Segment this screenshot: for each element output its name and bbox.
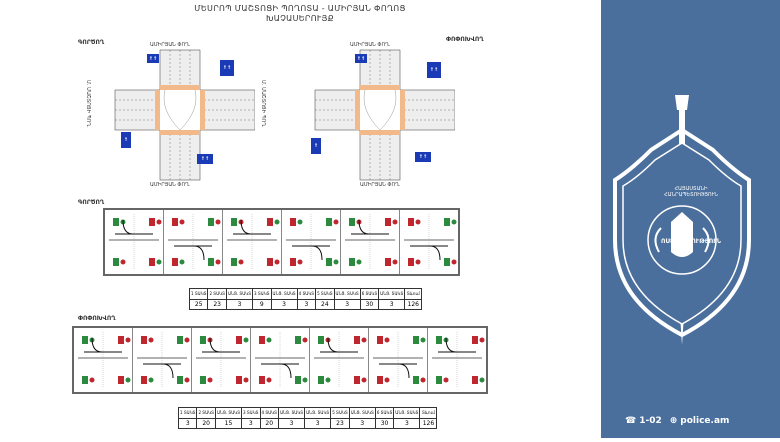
table-header-cell: Տևում [404,288,423,300]
table-value-cell: 3 [393,418,421,429]
phase-diagram [282,210,341,274]
intersection-map-left [114,49,256,181]
page-title: ՄԵՍՐՈՊ ՄԱՇՏՈՑԻ ՊՈՂՈՏԱ - ԱՄԻՐՅԱՆ ՓՈՂՈՑ ԽԱ… [150,4,450,24]
phase-diagram [341,210,400,274]
document-page: ՄԵՍՐՈՊ ՄԱՇՏՈՑԻ ՊՈՂՈՏԱ - ԱՄԻՐՅԱՆ ՓՈՂՈՑ ԽԱ… [72,4,488,429]
phase-diagram [105,210,164,274]
police-side-panel: ՀԱՅԱՍՏԱՆԻ ՀԱՆՐԱՊԵՏՈՒԹՅՈՒՆ ՈՍՏԻԿԱՆՈՒԹՅՈՒՆ [601,0,780,438]
table-value-cell: 20 [196,418,216,429]
globe-icon: ⊕ [669,416,678,426]
table-header-cell: ԱՆՑ. ՏԱԿՏ [225,288,254,300]
phase-diagram [192,328,251,392]
intersection-map-right [314,49,456,181]
lane-sign-icon: ↑ [121,132,131,148]
table-value-cell: 30 [374,418,395,429]
title-line-2: ԽԱՉԱՍԵՐՈՒՅՔ [266,14,334,23]
table-value-cell: 3 [270,299,298,310]
table-header-cell: 2 ՏԱԿՏ [207,288,227,300]
phase-diagram [251,328,310,392]
table-value-cell: 20 [259,418,279,429]
phase-diagram [428,328,486,392]
police-emblem-icon [613,95,751,345]
phase-diagrams-2 [72,326,488,394]
table-header-cell: 2 ՏԱԿՏ [196,407,216,419]
table-value-cell: 23 [330,418,350,429]
table-header-cell: 4 ՏԱԿՏ [259,407,279,419]
left-diagram-label: ԳՈՐԾՈՂ [78,39,105,46]
table-value-cell: 24 [315,299,335,310]
table-header-cell: Տևում [419,407,438,419]
lane-sign-icon: ↑ [311,138,321,154]
table-header-cell: ԱՆՑ. ՏԱԿՏ [270,288,298,300]
table-header-cell: 5 ՏԱԿՏ [315,288,335,300]
intersection-diagram-left: ↑↑ ↑↑ ↑ ↑↑ ԱՄԻՐՅԱՆ ՓՈՂ. ԱՄԻՐՅԱՆ ՓՈՂ. [105,40,256,190]
table-header-cell: ԱՆՑ. ՏԱԿՏ [393,407,421,419]
lane-sign-icon: ↑↑ [220,60,234,76]
table-header-cell: ԱՆՑ. ՏԱԿՏ [348,407,376,419]
table-header-cell: ԱՆՑ. ՏԱԿՏ [304,407,332,419]
road-label-left: Մ. ՄԱՇՏՈՑԻ ՊՈՂ. [85,80,91,128]
table-header-cell: 6 ՏԱԿՏ [374,407,395,419]
lane-sign-icon: ↑↑ [197,154,213,164]
table-header-cell: 1 ՏԱԿՏ [188,288,209,300]
phase-diagram [369,328,428,392]
phases-1-label: ԳՈՐԾՈՂ [78,199,105,206]
emblem-text-bottom: ՈՍՏԻԿԱՆՈՒԹՅՈՒՆ [661,238,721,245]
lane-sign-icon: ↑↑ [427,62,441,78]
road-label-top: ԱՄԻՐՅԱՆ ՓՈՂ. [350,42,391,48]
table-header-cell: 4 ՏԱԿՏ [296,288,317,300]
table-value-cell: 3 [378,299,406,310]
table-value-cell: 3 [177,418,198,429]
table-value-cell: 23 [207,299,227,310]
lane-sign-icon: ↑↑ [415,152,431,162]
table-header-cell: 3 ՏԱԿՏ [252,288,272,300]
table-value-cell: 9 [252,299,272,310]
footer: ☎1-02 ⊕police.am [625,416,729,426]
table-value-cell: 3 [241,418,261,429]
phase-diagram [164,210,223,274]
phase-diagrams-1 [103,208,460,276]
table-value-cell: 3 [333,299,361,310]
table-header-cell: 5 ՏԱԿՏ [330,407,350,419]
table-value-cell: 3 [277,418,306,429]
table-header-cell: 1 ՏԱԿՏ [177,407,198,419]
table-value-cell: 126 [419,418,438,429]
footer-phone[interactable]: ☎1-02 [625,416,662,426]
table-value-cell: 3 [225,299,254,310]
phase-diagram [133,328,192,392]
table-value-cell: 3 [348,418,376,429]
phase-diagram [400,210,458,274]
title-line-1: ՄԵՍՐՈՊ ՄԱՇՏՈՑԻ ՊՈՂՈՏԱ - ԱՄԻՐՅԱՆ ՓՈՂՈՑ [194,4,406,13]
footer-website[interactable]: ⊕police.am [669,416,730,426]
lane-sign-icon: ↑↑ [147,54,159,63]
road-label-top: ԱՄԻՐՅԱՆ ՓՈՂ. [150,42,191,48]
road-label-right: Մ. ՄԱՇՏՈՑԻ ՊՈՂ. [260,80,266,128]
right-diagram-label: ՓՈՓՈԽՎՈՂ [446,36,484,43]
table-header-cell: ԱՆՑ. ՏԱԿՏ [277,407,306,419]
table-header-cell: ԱՆՑ. ՏԱԿՏ [214,407,243,419]
table-header-cell: 3 ՏԱԿՏ [241,407,261,419]
table-header-cell: ԱՆՑ. ՏԱԿՏ [333,288,361,300]
table-header-cell: 6 ՏԱԿՏ [359,288,380,300]
road-label-bottom: ԱՄԻՐՅԱՆ ՓՈՂ. [150,182,191,188]
lane-sign-icon: ↑↑ [355,54,367,63]
phase-diagram [223,210,282,274]
table-value-cell: 3 [304,418,332,429]
phase-diagram [74,328,133,392]
phase-diagram [310,328,369,392]
table-value-cell: 30 [359,299,380,310]
road-label-bottom: ԱՄԻՐՅԱՆ ՓՈՂ. [360,182,401,188]
phone-icon: ☎ [625,416,637,426]
table-value-cell: 15 [214,418,243,429]
table-header-cell: ԱՆՑ. ՏԱԿՏ [378,288,406,300]
table-value-cell: 3 [296,299,317,310]
intersection-diagram-right: ↑↑ ↑↑ ↑ ↑↑ ԱՄԻՐՅԱՆ ՓՈՂ. ԱՄԻՐՅԱՆ ՓՈՂ. [305,40,456,190]
table-value-cell: 25 [188,299,209,310]
table-value-cell: 126 [404,299,423,310]
emblem-text-top: ՀԱՅԱՍՏԱՆԻ ՀԱՆՐԱՊԵՏՈՒԹՅՈՒՆ [664,186,718,198]
phases-2-label: ՓՈՓՈԽՎՈՂ [78,315,116,322]
